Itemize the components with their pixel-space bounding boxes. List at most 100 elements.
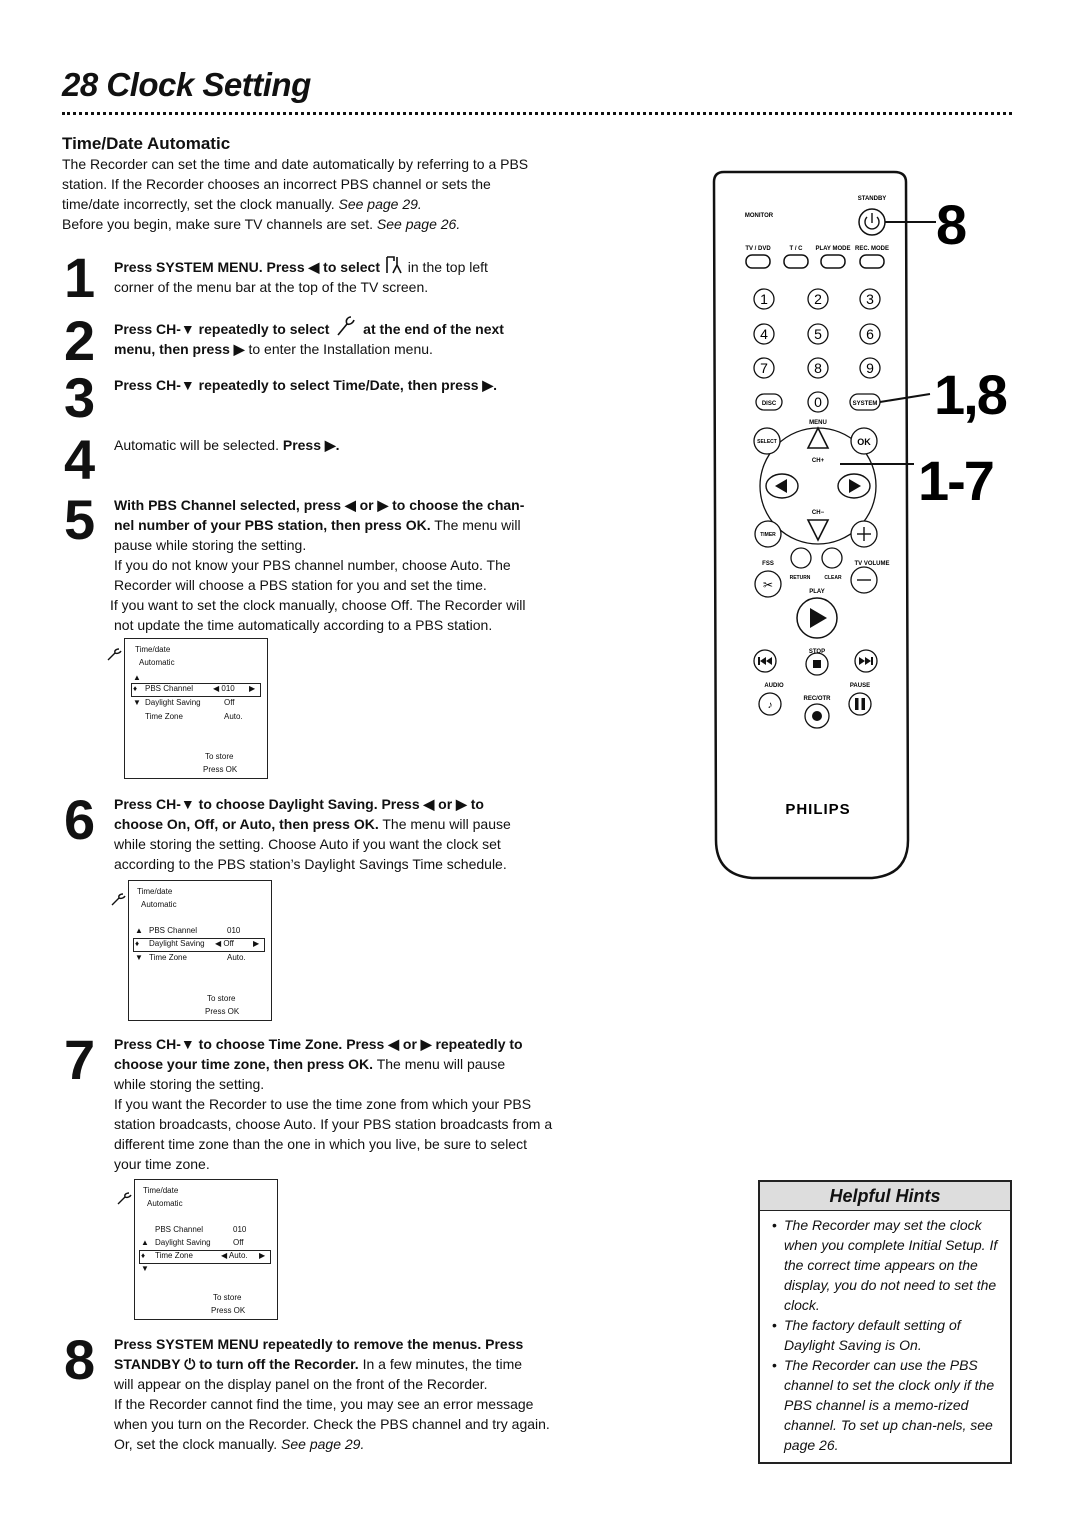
timer-button[interactable] [754, 520, 782, 548]
menu-subheader: Automatic [147, 1199, 183, 1208]
disc-button[interactable] [755, 393, 783, 411]
title-dotted-rule [62, 112, 1012, 115]
digit-5-button[interactable] [807, 323, 829, 345]
ok-button[interactable] [850, 427, 878, 455]
digit-8-button[interactable] [807, 357, 829, 379]
digit-9-button[interactable] [859, 357, 881, 379]
clear-button[interactable] [821, 547, 843, 569]
disc-label: DISC [762, 401, 777, 407]
digit-6-button[interactable] [859, 323, 881, 345]
tv-volume-label: TV VOLUME [854, 561, 889, 567]
onscreen-menu-time-zone: Time/date Automatic PBS Channel 010 ▲ Da… [134, 1179, 278, 1320]
recmode-label: REC. MODE [855, 246, 889, 252]
digit-3-button[interactable] [859, 288, 881, 310]
digit-label: 3 [866, 291, 874, 307]
clear-label: CLEAR [824, 575, 842, 581]
menu-row-selected [133, 938, 265, 952]
pause-button[interactable] [848, 692, 872, 716]
menu-row-label: Daylight Saving [155, 1238, 211, 1247]
play-icon [810, 608, 827, 628]
step-number: 4 [64, 428, 96, 491]
digit-4-button[interactable] [753, 323, 775, 345]
digit-0-button[interactable] [807, 391, 829, 413]
right-arrow-icon: ▶ [259, 1251, 266, 1260]
digit-label: 7 [760, 360, 768, 376]
digit-7-button[interactable] [753, 357, 775, 379]
select-button[interactable] [753, 427, 781, 455]
ch-up-button[interactable] [806, 426, 830, 449]
scissors-icon: ✂ [763, 578, 773, 592]
menu-row-value: Off [224, 698, 235, 707]
menu-row-value: 010 [233, 1225, 247, 1234]
digit-label: 8 [814, 360, 822, 376]
digit-1-button[interactable] [753, 288, 775, 310]
tvdvd-label: TV / DVD [745, 246, 771, 252]
hint-item: The factory default setting of Daylight … [772, 1315, 1004, 1355]
digit-2-button[interactable] [807, 288, 829, 310]
step-number: 2 [64, 309, 96, 372]
hint-item: The Recorder can use the PBS channel to … [772, 1355, 1004, 1455]
menu-row-value: Off [233, 1238, 244, 1247]
callout-8: 8 [936, 193, 966, 256]
wrench-icon [107, 648, 122, 661]
menu-press-ok-label: Press OK [205, 1007, 240, 1016]
step-number: 7 [64, 1028, 96, 1091]
playmode-button[interactable] [820, 254, 846, 269]
menu-row-label: PBS Channel [155, 1225, 204, 1234]
standby-label: STANDBY [858, 196, 887, 202]
digit-label: 0 [814, 394, 822, 410]
up-arrow-icon: ▲ [133, 673, 141, 682]
section-heading: Time/Date Automatic [62, 134, 231, 153]
step-6-text: Press CH-▼ to choose Daylight Saving. Pr… [114, 796, 511, 872]
audio-icon: ♪ [768, 700, 773, 711]
down-arrow-icon: ▼ [141, 1264, 149, 1273]
skip-previous-icon [758, 657, 772, 665]
down-arrow-icon: ▼ [133, 698, 141, 707]
menu-press-ok-label: Press OK [211, 1306, 246, 1315]
skip-next-icon [859, 657, 873, 665]
fss-button[interactable] [754, 570, 782, 598]
tc-button[interactable] [783, 254, 809, 269]
menu-row-selected [139, 1250, 271, 1264]
digit-label: 5 [814, 326, 822, 342]
return-button[interactable] [790, 547, 812, 569]
recmode-button[interactable] [859, 254, 885, 269]
menu-header: Time/date [143, 1186, 179, 1195]
menu-row-label: PBS Channel [149, 926, 198, 935]
menu-subheader: Automatic [141, 900, 177, 909]
intro-paragraph: The Recorder can set the time and date a… [62, 154, 622, 234]
menu-press-ok-label: Press OK [203, 765, 238, 774]
onscreen-menu-pbs-channel: Time/date Automatic ▲ ♦ PBS Channel ◀ 01… [124, 638, 268, 779]
right-arrow-icon: ▶ [249, 684, 256, 693]
step-8-text: Press SYSTEM MENU repeatedly to remove t… [114, 1336, 550, 1452]
right-arrow-icon: ▶ [253, 939, 260, 948]
ch-down-button[interactable] [806, 519, 830, 542]
digit-label: 4 [760, 326, 768, 342]
tvdvd-button[interactable] [745, 254, 771, 269]
audio-button[interactable] [758, 692, 782, 716]
wrench-icon [337, 316, 356, 336]
step-number: 6 [64, 788, 96, 851]
up-arrow-icon: ▲ [135, 926, 143, 935]
menu-label: MENU [809, 420, 827, 426]
menu-row-label: Daylight Saving [145, 698, 201, 707]
digit-label: 1 [760, 291, 768, 307]
step-number: 8 [64, 1328, 96, 1391]
down-arrow-icon: ▼ [135, 953, 143, 962]
monitor-label: MONITOR [745, 213, 774, 219]
step-4-text: Automatic will be selected. Press ▶. [114, 437, 340, 453]
ch-minus-label: CH− [812, 510, 825, 516]
menu-header: Time/date [135, 645, 171, 654]
record-icon [812, 711, 822, 721]
page-title: 28 Clock Setting [62, 66, 311, 103]
menu-row-label: Time Zone [145, 712, 183, 721]
wrench-icon [111, 893, 126, 906]
hint-item: The Recorder may set the clock when you … [772, 1215, 1004, 1315]
rec-otr-label: REC/OTR [804, 696, 832, 702]
step-number: 1 [64, 246, 96, 309]
intro-line: time/date incorrectly, set the clock man… [62, 196, 422, 212]
diamond-icon: ♦ [141, 1251, 146, 1260]
menu-row-value: 010 [227, 926, 241, 935]
left-arrow-icon [775, 479, 787, 493]
menu-row-value: ◀ 010 [213, 684, 235, 693]
